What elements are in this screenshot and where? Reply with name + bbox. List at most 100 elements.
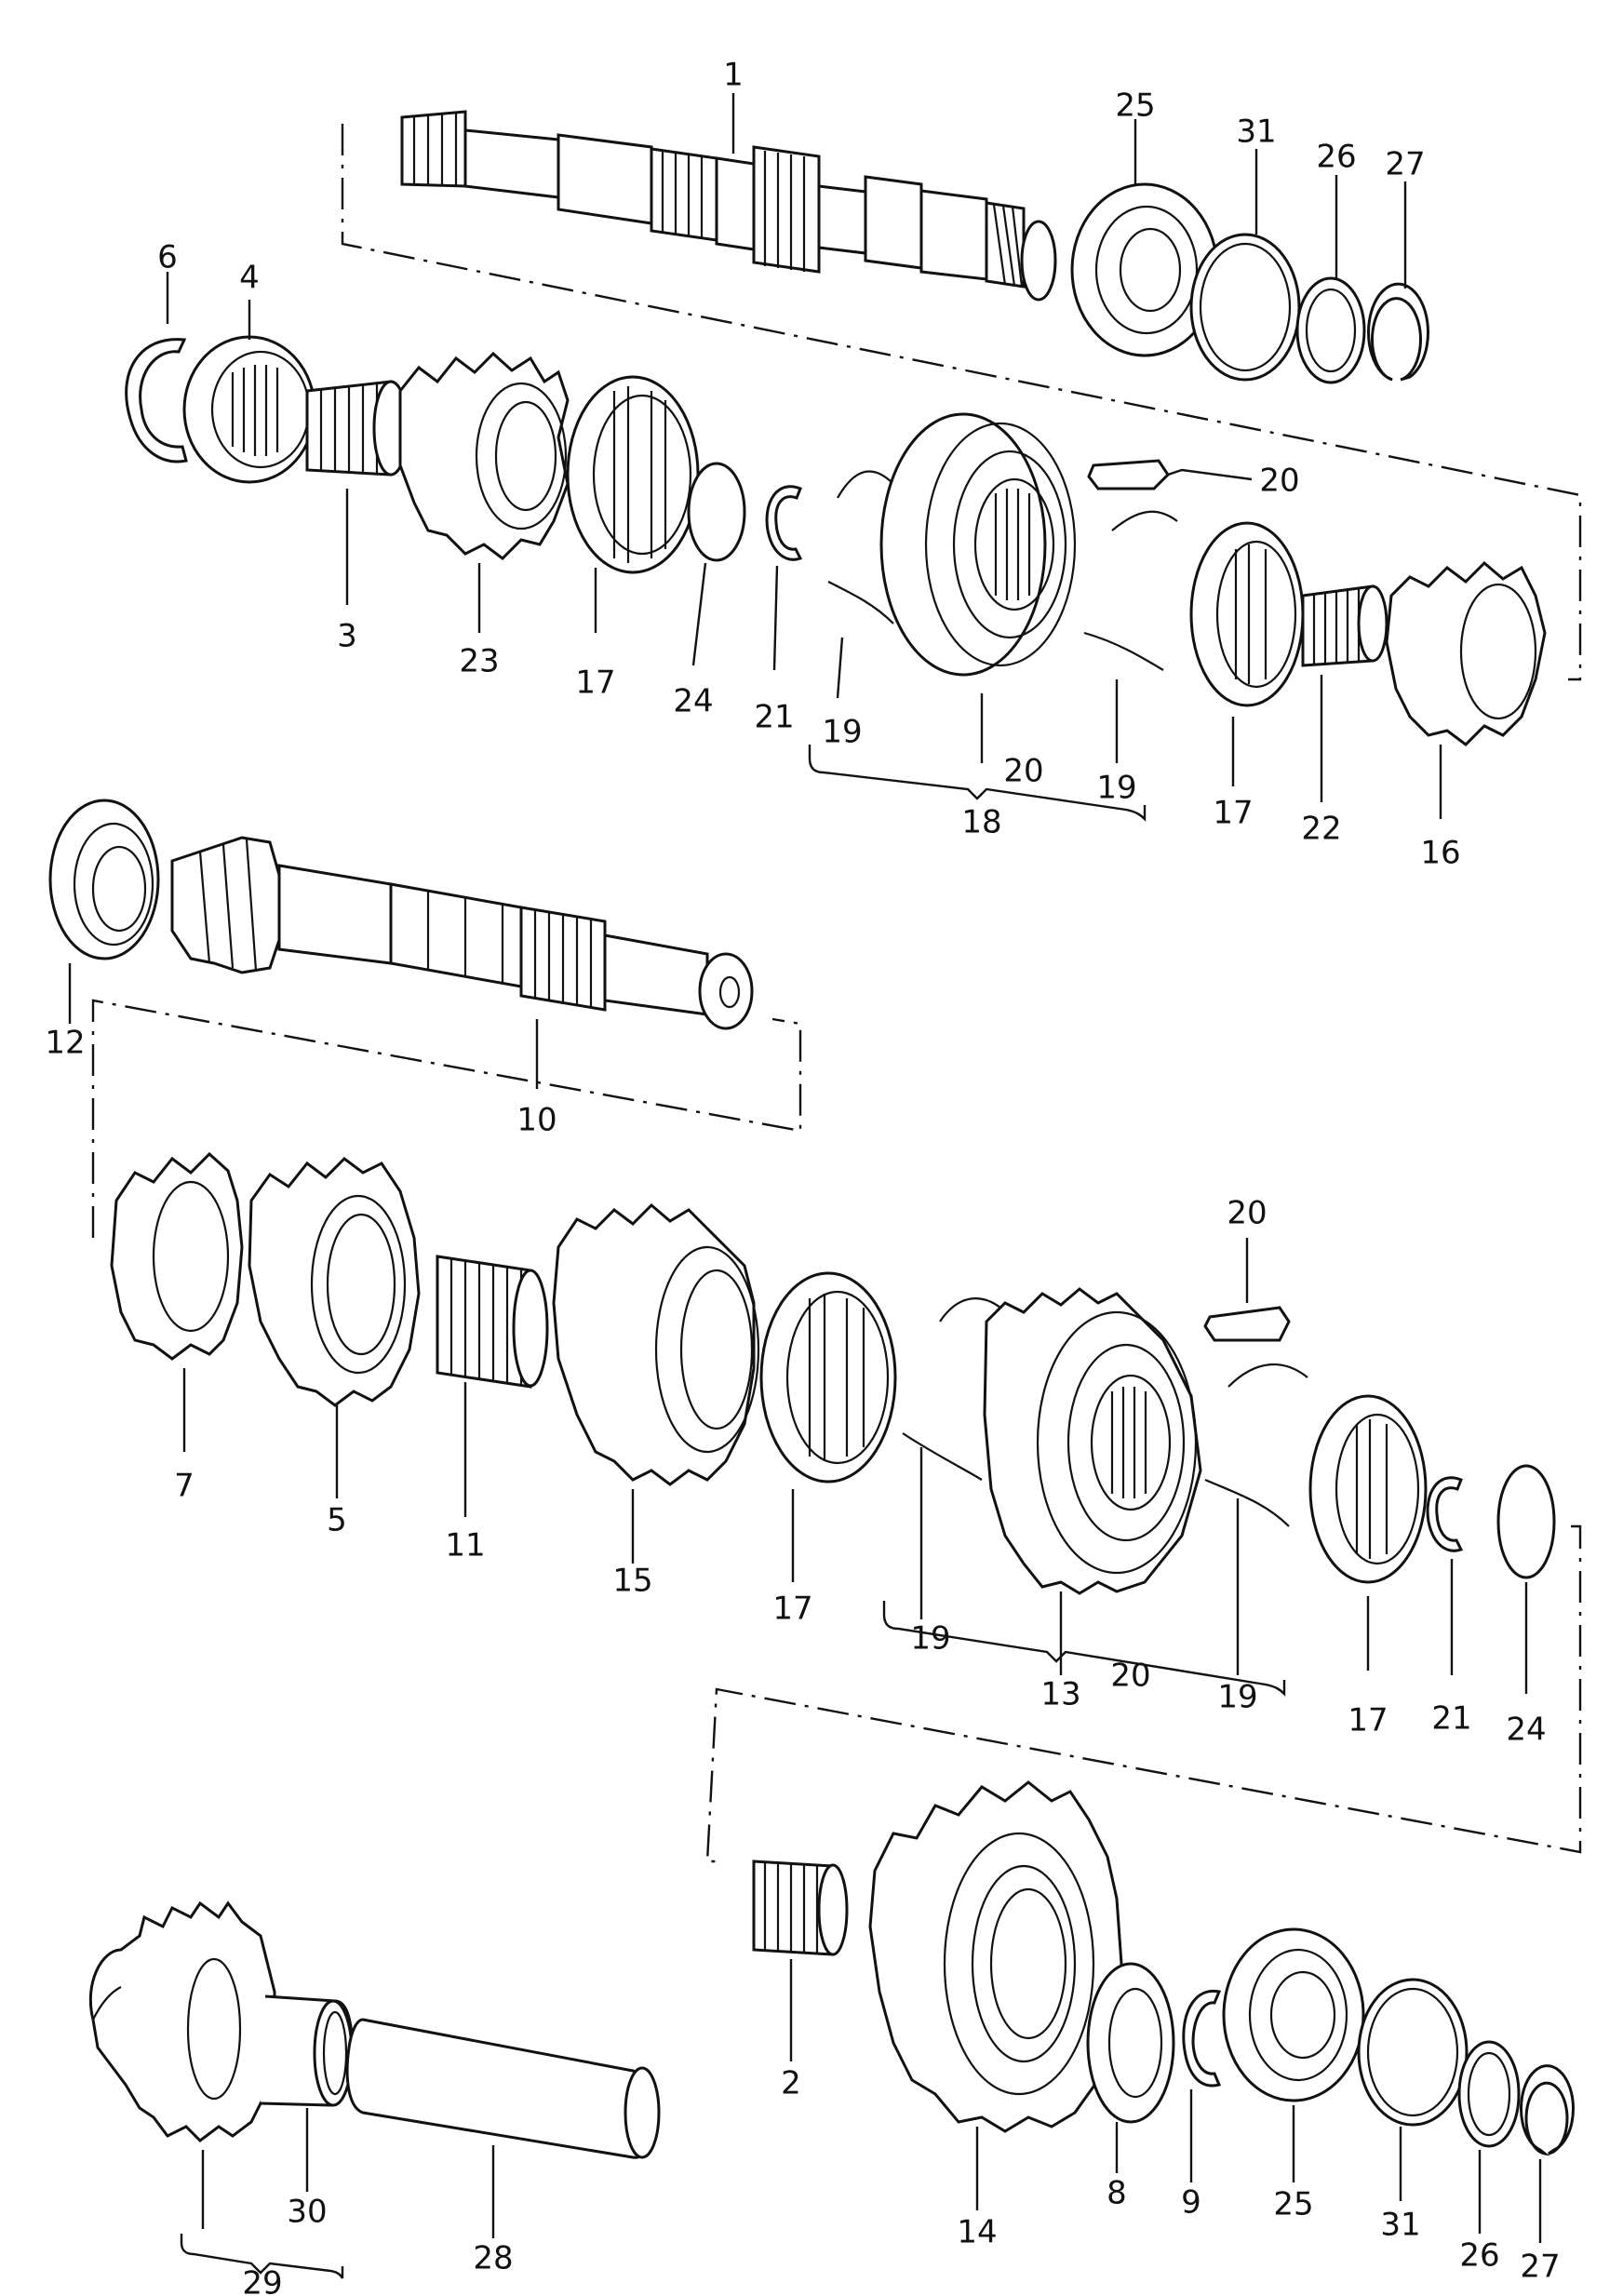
synchro-hub-13	[983, 1287, 1202, 1595]
callout-25-bottom: 25	[1273, 2186, 1313, 2223]
gear-16	[1385, 560, 1547, 746]
circlip-27-top	[1367, 282, 1429, 382]
lower-gear-cluster	[110, 1151, 1582, 1863]
callout-21-upper: 21	[754, 699, 794, 736]
circlip-27-bottom	[1520, 2064, 1575, 2156]
callout-22: 22	[1301, 811, 1341, 848]
callout-19-lower-a: 19	[910, 1620, 950, 1658]
callout-15: 15	[612, 1563, 652, 1600]
callout-2: 2	[781, 2065, 801, 2102]
callout-23: 23	[459, 643, 499, 680]
callout-14: 14	[957, 2214, 997, 2251]
callout-19-upper-b: 19	[1096, 770, 1136, 807]
synchro-ring-17-lower-right	[1308, 1394, 1428, 1584]
gear-7	[110, 1151, 244, 1361]
leader-21-upper	[772, 565, 779, 671]
bearing-12	[48, 799, 160, 960]
callout-13: 13	[1040, 1676, 1080, 1713]
leader-20-upper	[1167, 468, 1253, 481]
callout-17-lower: 17	[772, 1591, 812, 1628]
callout-labels: 1 25 31 26 27 6 4 20 3 23 17 24 21 19 20…	[45, 57, 1560, 2296]
shim-26-bottom	[1457, 2040, 1521, 2148]
brace-29	[180, 2234, 344, 2279]
circlip-31-bottom	[1357, 1978, 1469, 2127]
callout-20-upper: 20	[1259, 463, 1299, 500]
callout-18: 18	[961, 804, 1001, 841]
needle-bearing-3	[305, 380, 409, 477]
callout-19-lower-b: 19	[1217, 1679, 1257, 1716]
synchro-ring-17-lower	[759, 1271, 897, 1484]
callout-21-lower: 21	[1431, 1700, 1471, 1738]
countershaft-group	[48, 799, 802, 1238]
needle-bearing-22	[1301, 584, 1388, 667]
spacer-ring-24-upper	[687, 462, 746, 562]
shim-26-top	[1295, 276, 1366, 384]
callout-27-top: 27	[1385, 146, 1425, 183]
callout-30: 30	[287, 2194, 327, 2231]
callout-12: 12	[45, 1025, 85, 1062]
needle-bearing-11	[436, 1255, 549, 1389]
spring-19-lower-d	[1204, 1478, 1290, 1527]
input-shaft-group	[341, 93, 1582, 681]
callout-4: 4	[239, 260, 260, 297]
circlip-21-upper	[765, 485, 803, 561]
callout-29: 29	[242, 2265, 282, 2296]
roller-bearing-4	[182, 335, 316, 484]
callout-1: 1	[723, 57, 744, 94]
callout-31-top: 31	[1236, 114, 1276, 151]
callout-6: 6	[157, 239, 178, 276]
callout-9: 9	[1181, 2184, 1201, 2222]
callout-3: 3	[337, 618, 357, 655]
shifting-key-20-upper	[1087, 459, 1170, 490]
countershaft	[170, 836, 754, 1030]
leader-24-upper	[691, 562, 707, 666]
shifting-key-20-lower	[1203, 1306, 1291, 1342]
callout-26-top: 26	[1316, 139, 1356, 176]
circlip-9	[1182, 1989, 1222, 2088]
bushing-30	[260, 1994, 354, 2107]
thrust-washer-8	[1086, 1962, 1175, 2124]
reverse-idler-group	[88, 1900, 661, 2279]
synchro-ring-17-upper	[566, 375, 700, 574]
callout-26-bottom: 26	[1459, 2237, 1499, 2275]
leader-19-upper-a	[836, 637, 844, 699]
upper-gear-cluster	[125, 272, 1547, 822]
callout-7: 7	[174, 1468, 194, 1505]
callout-5: 5	[327, 1502, 347, 1539]
output-group	[752, 1780, 1575, 2243]
callout-20-lower: 20	[1227, 1195, 1267, 1232]
assembly-line-top	[341, 124, 1582, 681]
spring-19-lower-a	[939, 1297, 1001, 1323]
callout-24-lower: 24	[1506, 1712, 1546, 1749]
brace-13	[882, 1601, 1286, 1697]
callout-31-bottom: 31	[1380, 2207, 1420, 2244]
callout-10: 10	[516, 1102, 557, 1139]
callout-17-upper: 17	[575, 665, 615, 702]
spring-19-upper-b	[827, 581, 894, 624]
synchro-ring-17-upper-right	[1189, 521, 1305, 707]
circlip-31-top	[1189, 233, 1301, 382]
spring-19-lower-b	[902, 1432, 983, 1481]
callout-16: 16	[1420, 835, 1460, 872]
callout-19-upper-a: 19	[822, 714, 862, 751]
input-shaft	[400, 110, 1057, 302]
assembly-line-lower	[705, 1524, 1582, 1863]
circlip-6	[125, 338, 188, 463]
callout-11: 11	[445, 1527, 485, 1564]
reverse-shaft-28	[345, 2018, 661, 2159]
spacer-ring-24-lower	[1496, 1464, 1556, 1579]
spring-19-upper-c	[1111, 510, 1178, 531]
reverse-gear-29	[88, 1900, 276, 2142]
ball-bearing-25-bottom	[1222, 1927, 1365, 2102]
callout-25-top: 25	[1115, 87, 1155, 125]
spring-19-lower-c	[1227, 1363, 1308, 1388]
callout-17-upper-right: 17	[1213, 795, 1253, 832]
callout-20-brace-lower: 20	[1110, 1658, 1150, 1695]
gear-23	[398, 351, 570, 560]
needle-bearing-2	[752, 1860, 849, 1956]
callout-8: 8	[1107, 2175, 1127, 2212]
callout-17-lower-right: 17	[1348, 1702, 1388, 1739]
callout-24-upper: 24	[673, 683, 713, 720]
callout-28: 28	[473, 2240, 513, 2277]
